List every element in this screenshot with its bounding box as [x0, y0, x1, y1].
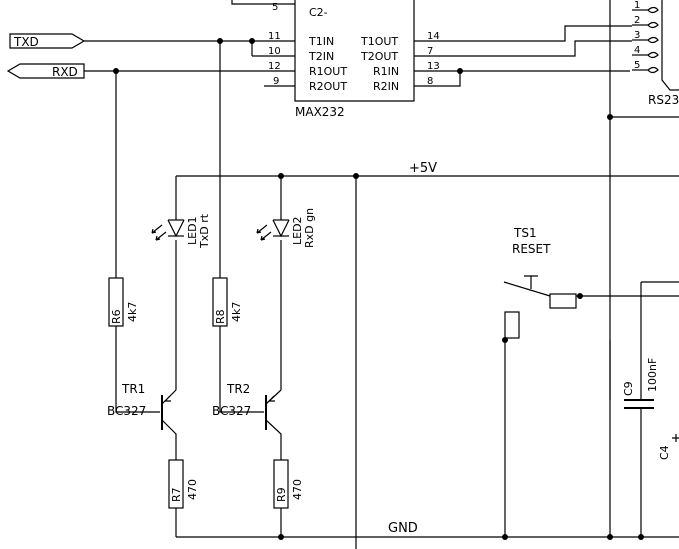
pin-label-r1in: R1IN	[373, 65, 399, 78]
svg-text:RXD: RXD	[52, 65, 78, 79]
led1: LED1 TxD rt	[151, 176, 211, 390]
pin-number-7: 7	[427, 46, 433, 57]
tr1-type: BC327	[107, 404, 146, 418]
rs232-connector: 1 2 3 4 5 RS23	[632, 0, 679, 107]
r7-value: 470	[186, 479, 199, 500]
pin-label-t1in: T1IN	[308, 35, 334, 48]
pin-number-5: 5	[272, 2, 278, 13]
led2: LED2 RxD gn	[256, 176, 316, 390]
r7-ref: R7	[170, 487, 183, 502]
reset-switch: TS1 RESET	[502, 226, 679, 537]
pin-number-11: 11	[268, 31, 281, 42]
transistor-tr2: TR2 BC327	[212, 382, 282, 460]
r8-value: 4k7	[230, 302, 243, 322]
r9-ref: R9	[275, 487, 288, 502]
max232-ic: C2- T1IN T2IN R1OUT R2OUT T1OUT T2OUT R1…	[220, 0, 440, 119]
capacitor-c9: C9 100nF	[609, 281, 679, 537]
vcc-rail: +5V	[176, 161, 679, 549]
transistor-tr1: TR1 BC327	[107, 382, 177, 460]
r6-value: 4k7	[126, 302, 139, 322]
ts1-ref: TS1	[513, 226, 537, 240]
gnd-rail: GND	[176, 521, 679, 540]
connector-name: RS23	[648, 93, 679, 107]
pin-label-t1out: T1OUT	[360, 35, 398, 48]
rs232-wiring	[414, 0, 679, 537]
pin-number-8: 8	[427, 76, 433, 87]
connector-pin-1: 1	[634, 0, 640, 11]
pin-number-13: 13	[427, 61, 440, 72]
resistor-r9: R9 470	[273, 459, 304, 537]
tr1-ref: TR1	[121, 382, 145, 396]
led2-ref: LED2	[291, 216, 304, 245]
tr2-ref: TR2	[226, 382, 250, 396]
led1-desc: TxD rt	[198, 213, 211, 249]
rxd-port: RXD	[6, 63, 264, 79]
r6-ref: R6	[110, 309, 123, 324]
r9-value: 470	[291, 479, 304, 500]
c9-value: 100nF	[646, 358, 659, 392]
connector-pin-3: 3	[634, 30, 640, 41]
r8-ref: R8	[214, 309, 227, 324]
tr2-type: BC327	[212, 404, 251, 418]
pin-number-9: 9	[273, 76, 279, 87]
pin-label-t2out: T2OUT	[360, 50, 398, 63]
svg-text:TXD: TXD	[13, 35, 39, 49]
led1-ref: LED1	[186, 216, 199, 245]
ts1-label: RESET	[512, 242, 551, 256]
pin-label-r1out: R1OUT	[309, 65, 347, 78]
pin-label-c2minus: C2-	[309, 6, 328, 19]
led2-desc: RxD gn	[303, 208, 316, 248]
gnd-label: GND	[388, 521, 418, 536]
resistor-r7: R7 470	[168, 459, 199, 537]
connector-pin-4: 4	[634, 45, 640, 56]
connector-pin-2: 2	[634, 15, 640, 26]
pin-label-r2out: R2OUT	[309, 80, 347, 93]
connector-pin-5: 5	[634, 60, 640, 71]
capacitor-c4: C4	[658, 434, 679, 460]
ic-name: MAX232	[295, 105, 345, 119]
txd-port: TXD	[9, 33, 255, 56]
pin-number-10: 10	[268, 46, 281, 57]
pin-label-t2in: T2IN	[308, 50, 334, 63]
c4-ref: C4	[658, 445, 671, 460]
resistor-r8: R8 4k7	[212, 41, 264, 413]
pin-number-14: 14	[427, 31, 440, 42]
c9-ref: C9	[622, 381, 635, 396]
vcc-label: +5V	[409, 161, 437, 176]
pin-label-r2in: R2IN	[373, 80, 399, 93]
resistor-r6: R6 4k7	[108, 71, 160, 413]
pin-number-12: 12	[268, 61, 281, 72]
